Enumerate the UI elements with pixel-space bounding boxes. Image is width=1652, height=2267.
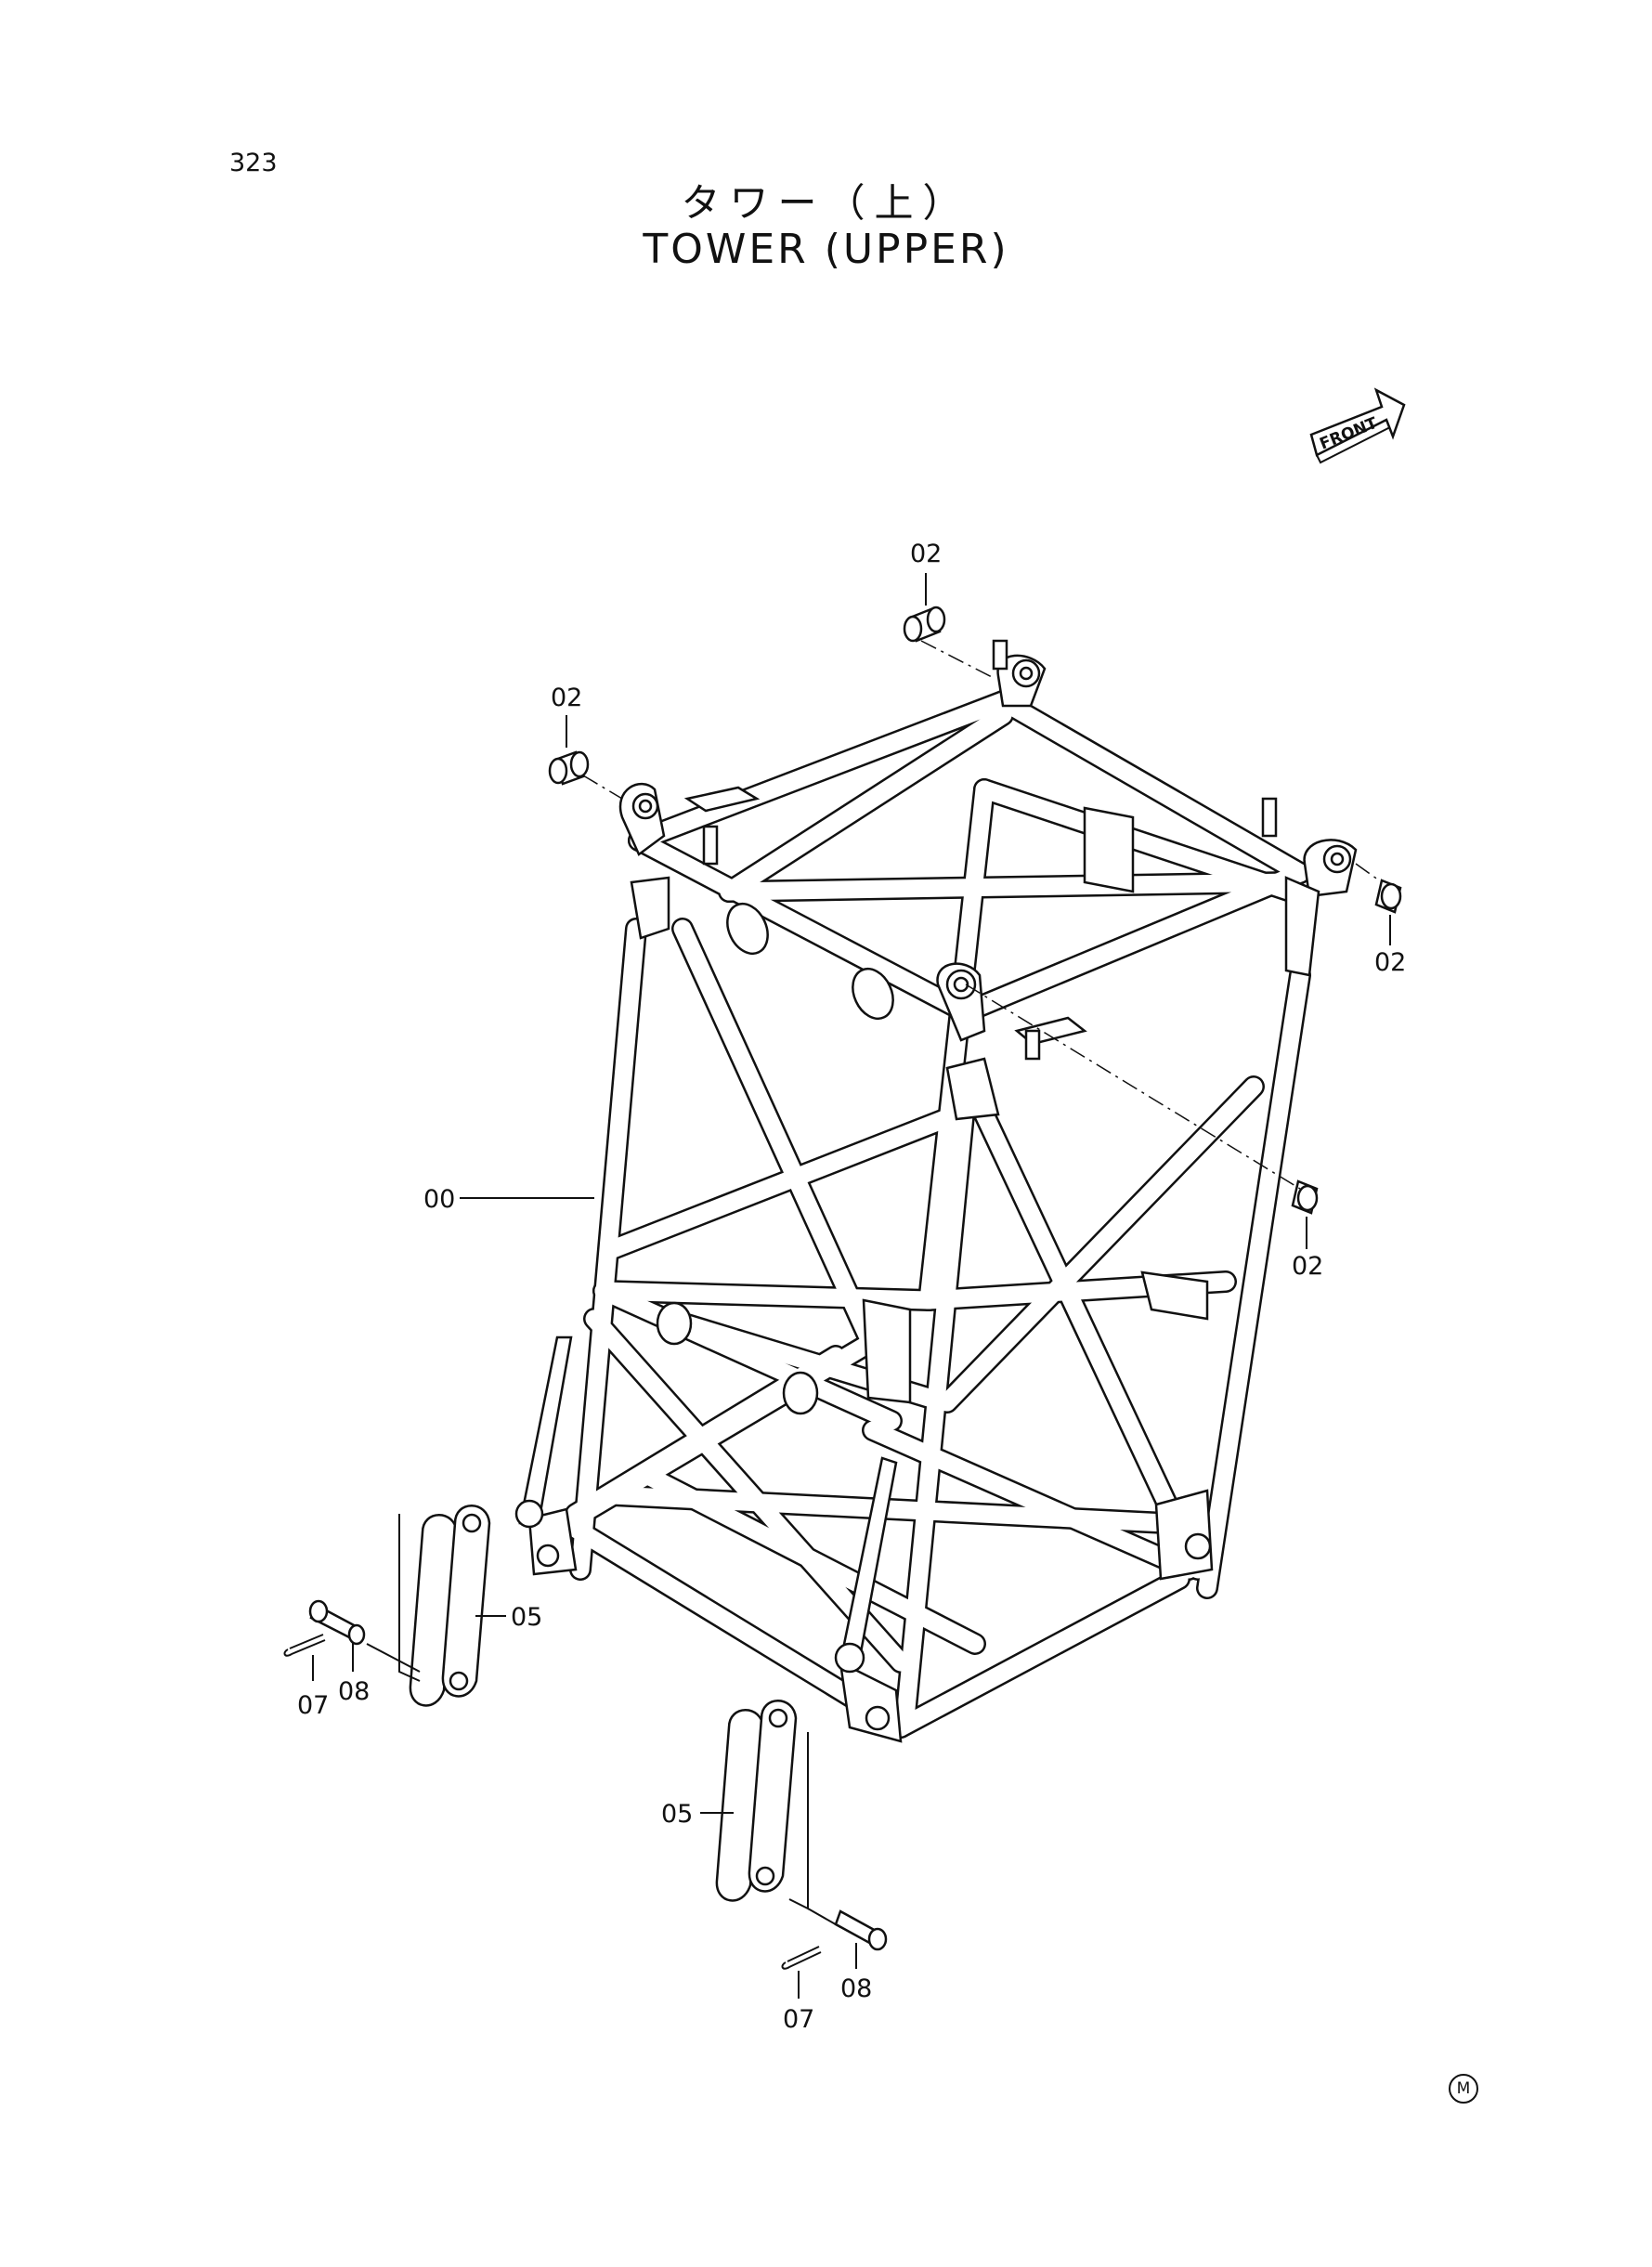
pin-left bbox=[308, 1599, 366, 1646]
tower-frame bbox=[514, 639, 1358, 1743]
footer-mark-icon: M bbox=[1449, 2074, 1478, 2104]
title-japanese: タワー（上） bbox=[681, 180, 971, 226]
link-left bbox=[409, 1505, 491, 1707]
callout-bushing-top: 02 bbox=[910, 540, 942, 568]
callout-link-left: 05 bbox=[511, 1603, 542, 1632]
bushing-right bbox=[1374, 879, 1402, 914]
callout-bushing-front: 02 bbox=[1292, 1252, 1323, 1281]
callout-pin-left: 08 bbox=[338, 1677, 370, 1706]
callout-frame: 00 bbox=[423, 1185, 455, 1214]
callout-cotter-pin-left: 07 bbox=[297, 1691, 329, 1720]
front-arrow-icon: FRONT bbox=[1309, 387, 1406, 464]
bushing-left bbox=[548, 750, 590, 786]
page-number: 323 bbox=[229, 149, 278, 177]
callout-bushing-right: 02 bbox=[1374, 948, 1406, 977]
callout-pin-right: 08 bbox=[840, 1974, 872, 2003]
callout-bushing-left: 02 bbox=[551, 684, 582, 712]
callout-link-right: 05 bbox=[661, 1800, 693, 1829]
bushing-top bbox=[903, 606, 946, 643]
cotter-pin-right bbox=[781, 1946, 822, 1970]
pin-right bbox=[834, 1909, 888, 1951]
cotter-pin-left bbox=[283, 1634, 326, 1657]
callout-cotter-pin-right: 07 bbox=[783, 2005, 814, 2034]
title-english: TOWER (UPPER) bbox=[643, 226, 1009, 273]
link-right bbox=[715, 1700, 798, 1902]
bushing-front bbox=[1291, 1179, 1319, 1215]
